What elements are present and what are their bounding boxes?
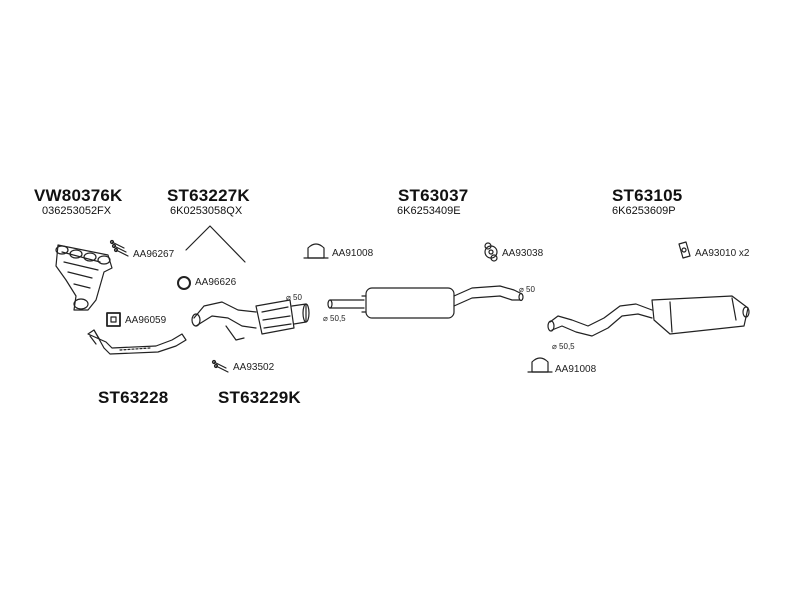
accessory-aa93502: AA93502 [233, 362, 275, 373]
oe-number-vw80376k: 036253052FX [42, 205, 112, 217]
bolt-set-icon [211, 359, 229, 373]
rubber-mount-icon [484, 242, 498, 262]
oe-number-st63037: 6K6253409E [397, 205, 461, 217]
accessory-aa96626: AA96626 [195, 277, 237, 288]
front-pipe-part [87, 329, 187, 355]
part-code-st63037: ST63037 [398, 186, 469, 205]
part-code-st63105: ST63105 [612, 186, 683, 205]
clamp-icon [527, 357, 553, 373]
gasket-ring-icon [177, 276, 191, 290]
rear-silencer-part [547, 295, 750, 337]
catalytic-converter-part [191, 299, 310, 341]
diameter-label: ⌀ 50 [286, 293, 302, 302]
accessory-aa96059: AA96059 [125, 315, 167, 326]
hanger-icon [678, 241, 691, 259]
exhaust-manifold-part [55, 244, 113, 311]
middle-silencer-part [327, 285, 524, 319]
part-code-st63228: ST63228 [98, 388, 169, 407]
accessory-aa93010: AA93010 x2 [695, 248, 750, 259]
accessory-aa96267: AA96267 [133, 249, 175, 260]
accessory-aa91008: AA91008 [332, 248, 374, 259]
part-code-vw80376k: VW80376K [34, 186, 123, 205]
leader-line [185, 225, 246, 263]
clamp-icon [303, 243, 329, 259]
oe-number-st63227k: 6K0253058QX [170, 205, 243, 217]
part-code-st63229k: ST63229K [218, 388, 301, 407]
diameter-label: ⌀ 50,5 [323, 314, 346, 323]
oe-number-st63105: 6K6253609P [612, 205, 676, 217]
accessory-aa93038: AA93038 [502, 248, 544, 259]
diameter-label: ⌀ 50,5 [552, 342, 575, 351]
accessory-aa91008-rear: AA91008 [555, 364, 597, 375]
gasket-square-icon [106, 312, 121, 327]
diameter-label: ⌀ 50 [519, 285, 535, 294]
bolt-set-icon [109, 239, 129, 257]
part-code-st63227k: ST63227K [167, 186, 250, 205]
